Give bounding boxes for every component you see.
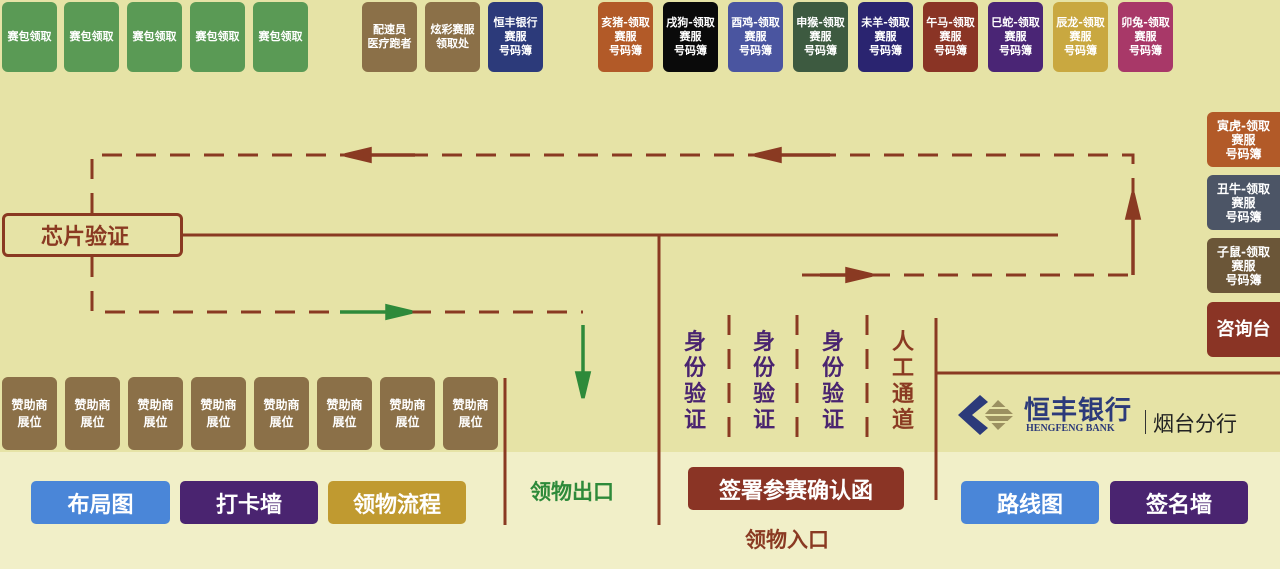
arrow-right-icon xyxy=(845,266,873,284)
bank-name-en: HENGFENG BANK xyxy=(1026,423,1115,434)
entrance-label: 领物入口 xyxy=(745,528,829,552)
top-booth: 酉鸡-领取 赛服 号码簿 xyxy=(728,2,783,72)
sponsor-booth: 赞助商 展位 xyxy=(191,377,246,450)
id-check-3: 身 份 验 证 xyxy=(821,330,844,433)
bank-name-cn: 恒丰银行 xyxy=(1024,396,1133,426)
top-booth: 赛包领取 xyxy=(2,2,57,72)
arrow-up-icon xyxy=(1124,192,1142,220)
route-button[interactable]: 路线图 xyxy=(961,481,1099,524)
signature-wall-button[interactable]: 签名墙 xyxy=(1110,481,1248,524)
top-booth: 恒丰银行 赛服 号码簿 xyxy=(488,2,543,72)
sponsor-booth: 赞助商 展位 xyxy=(380,377,435,450)
arrow-right-green-icon xyxy=(385,303,413,321)
sponsor-booth: 赞助商 展位 xyxy=(65,377,120,450)
top-booth: 辰龙-领取 赛服 号码簿 xyxy=(1053,2,1108,72)
top-booth: 炫彩赛服 领取处 xyxy=(425,2,480,72)
right-booth: 丑牛-领取 赛服 号码簿 xyxy=(1207,175,1280,230)
sponsor-booth: 赞助商 展位 xyxy=(2,377,57,450)
bank-branch: 烟台分行 xyxy=(1153,412,1237,436)
top-booth: 未羊-领取 赛服 号码簿 xyxy=(858,2,913,72)
checkin-wall-button[interactable]: 打卡墙 xyxy=(180,481,318,524)
hengfeng-logo: 恒丰银行 HENGFENG BANK 烟台分行 xyxy=(958,390,1258,440)
top-booth: 赛包领取 xyxy=(190,2,245,72)
top-booth: 赛包领取 xyxy=(64,2,119,72)
top-booth: 巳蛇-领取 赛服 号码簿 xyxy=(988,2,1043,72)
exit-label: 领物出口 xyxy=(530,480,614,504)
bank-logo-icon xyxy=(958,395,1014,435)
top-booth: 戌狗-领取 赛服 号码簿 xyxy=(663,2,718,72)
manual-lane: 人 工 通 道 xyxy=(891,330,914,433)
top-booth: 赛包领取 xyxy=(127,2,182,72)
arrow-left-icon xyxy=(344,146,372,164)
sponsor-booth: 赞助商 展位 xyxy=(254,377,309,450)
top-booth: 申猴-领取 赛服 号码簿 xyxy=(793,2,848,72)
sponsor-booth: 赞助商 展位 xyxy=(317,377,372,450)
top-booth: 赛包领取 xyxy=(253,2,308,72)
sponsor-booth: 赞助商 展位 xyxy=(128,377,183,450)
pickup-flow-button[interactable]: 领物流程 xyxy=(328,481,466,524)
chip-check-box: 芯片验证 xyxy=(2,213,183,257)
id-check-1: 身 份 验 证 xyxy=(683,330,706,433)
top-booth: 配速员 医疗跑者 xyxy=(362,2,417,72)
dashed-route xyxy=(90,257,583,314)
dashed-route xyxy=(90,153,1135,277)
top-booth: 午马-领取 赛服 号码簿 xyxy=(923,2,978,72)
confirm-letter-button[interactable]: 签署参赛确认函 xyxy=(688,467,904,510)
right-booth: 寅虎-领取 赛服 号码簿 xyxy=(1207,112,1280,167)
arrow-down-green-icon xyxy=(574,371,592,399)
top-booth: 亥猪-领取 赛服 号码簿 xyxy=(598,2,653,72)
layout-button[interactable]: 布局图 xyxy=(31,481,170,524)
arrow-left-icon xyxy=(754,146,782,164)
sponsor-booth: 赞助商 展位 xyxy=(443,377,498,450)
right-booth: 子鼠-领取 赛服 号码簿 xyxy=(1207,238,1280,293)
id-check-2: 身 份 验 证 xyxy=(752,330,775,433)
info-desk: 咨询台 xyxy=(1207,302,1280,357)
top-booth: 卯兔-领取 赛服 号码簿 xyxy=(1118,2,1173,72)
